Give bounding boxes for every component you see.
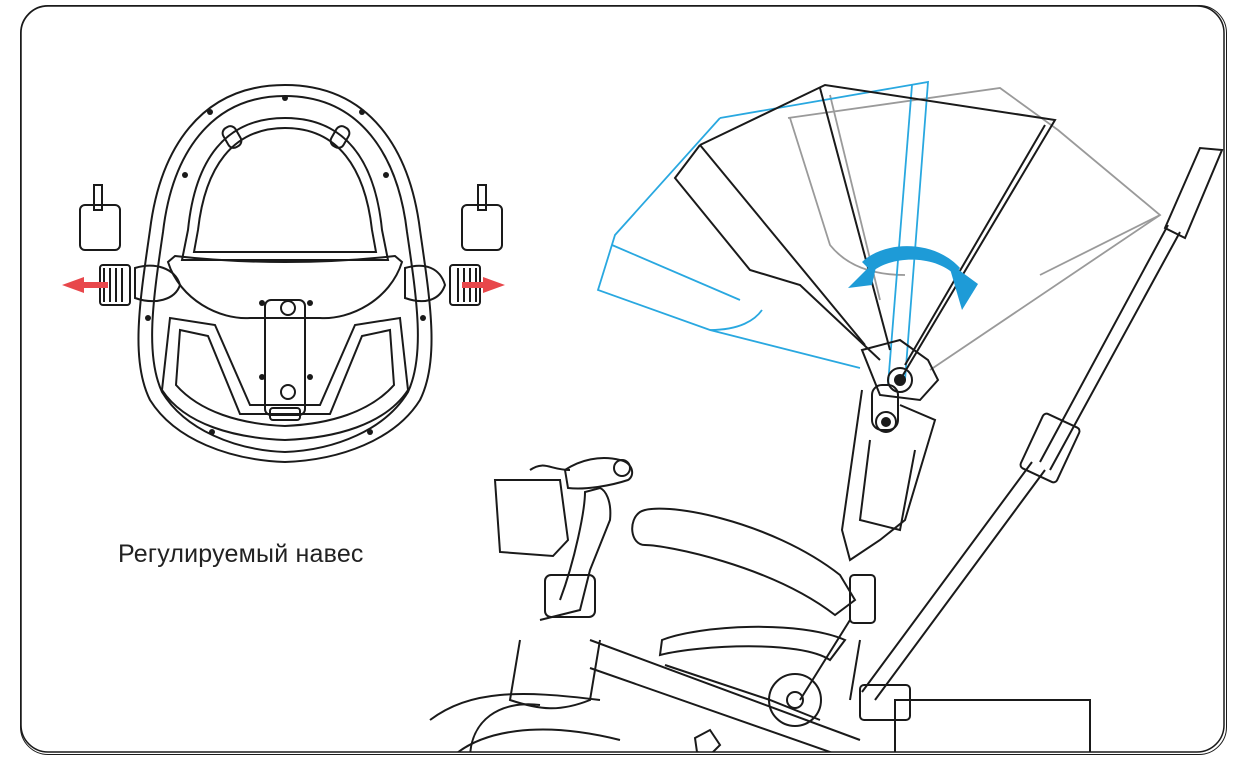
curved-double-arrow-icon — [848, 246, 978, 310]
double-arrow-outward-icon — [62, 277, 505, 293]
diagram-caption: Регулируемый навес — [118, 540, 364, 568]
tricycle-frame — [589, 619, 861, 752]
canopy-position-grey — [787, 87, 1162, 371]
canopy-hinge — [860, 338, 940, 433]
seat — [658, 625, 847, 727]
handlebar — [429, 457, 634, 752]
push-handle — [859, 146, 1224, 752]
seat-back — [840, 389, 937, 562]
canopy-position-blue — [596, 80, 929, 386]
armrest-bar — [631, 507, 876, 624]
canopy-position-current — [673, 83, 1057, 381]
canopy-frame-topview — [134, 83, 447, 464]
diagram-frame — [20, 5, 1227, 755]
